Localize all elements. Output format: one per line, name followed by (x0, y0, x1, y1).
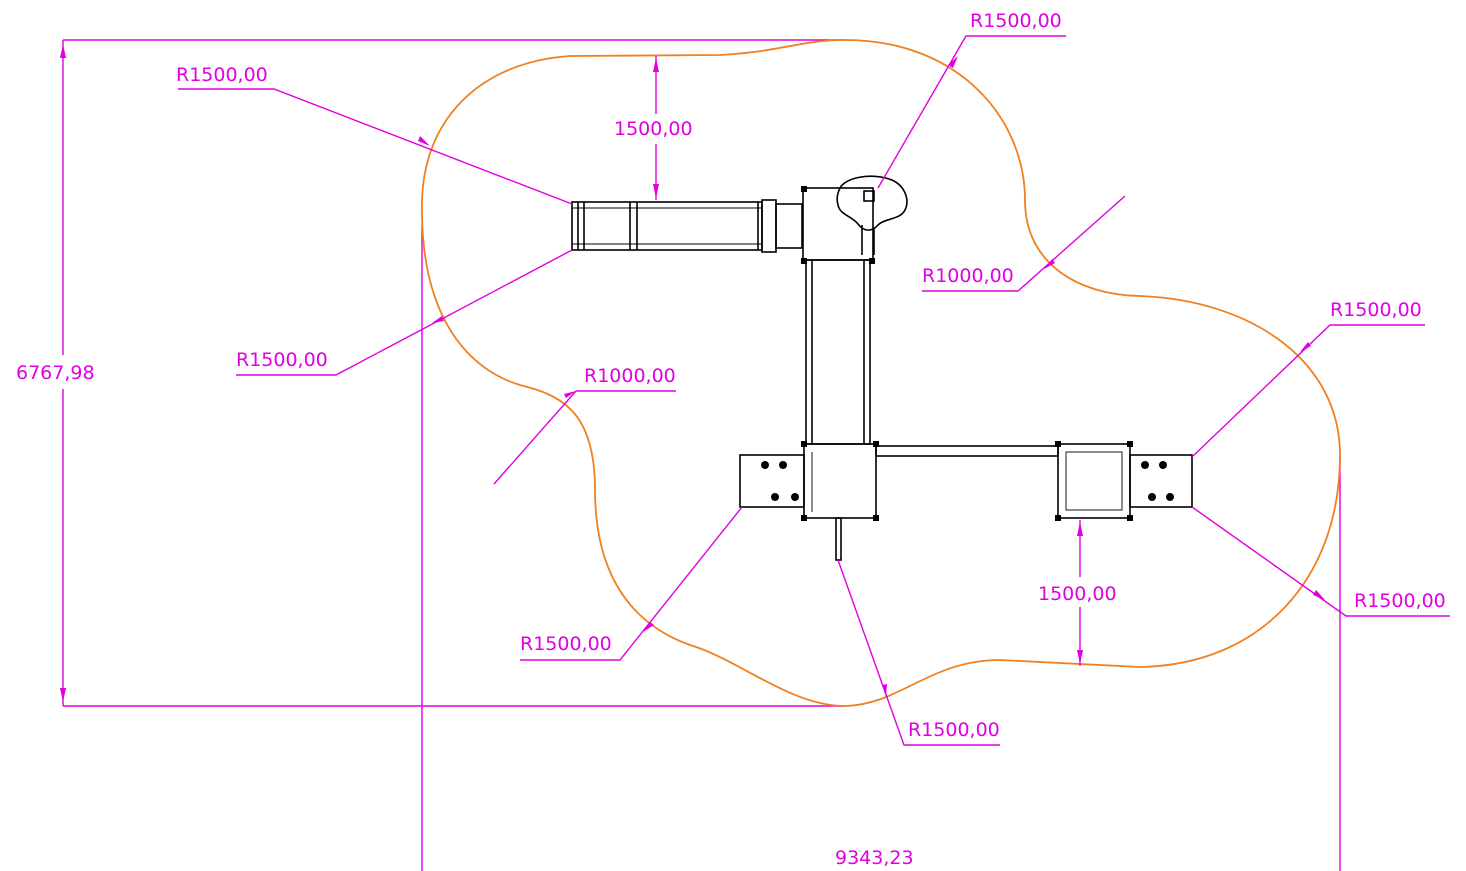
clearance-bottom-label: 1500,00 (1038, 583, 1117, 605)
clearance-top-label: 1500,00 (614, 118, 693, 140)
clearance-bottom-dimension: 1500,00 (1032, 520, 1128, 666)
radius-label: R1000,00 (922, 265, 1014, 287)
radius-label: R1500,00 (1354, 590, 1446, 612)
clearance-top-dimension: 1500,00 (608, 56, 704, 200)
radius-leader-top-right: R1500,00 (877, 10, 1066, 189)
radius-label: R1000,00 (584, 365, 676, 387)
overall-height-dimension: 6767,98 (12, 39, 845, 707)
radius-label: R1500,00 (1330, 299, 1422, 321)
radius-leader-top-left: R1500,00 (176, 64, 573, 205)
radius-leader-bottom-center: R1500,00 (837, 559, 1000, 746)
radius-leader-bottom-left: R1500,00 (520, 506, 743, 661)
radius-label: R1500,00 (970, 10, 1062, 32)
overall-width-dimension: 9343,23 (421, 225, 1341, 871)
radius-leader-left-inner: R1000,00 (493, 365, 676, 485)
radius-label: R1500,00 (236, 349, 328, 371)
safety-zone-outline (421, 39, 1341, 707)
overall-width-label: 9343,23 (835, 847, 914, 869)
overall-height-label: 6767,98 (16, 362, 95, 384)
radius-leader-right-bottom: R1500,00 (1191, 506, 1450, 617)
radius-label: R1500,00 (520, 633, 612, 655)
radius-label: R1500,00 (176, 64, 268, 86)
radius-label: R1500,00 (908, 719, 1000, 741)
radius-leader-right-inner: R1000,00 (922, 195, 1126, 292)
radius-leader-right-top: R1500,00 (1191, 299, 1425, 458)
playground-equipment (571, 175, 1193, 561)
radius-leader-left-mid: R1500,00 (236, 249, 573, 376)
